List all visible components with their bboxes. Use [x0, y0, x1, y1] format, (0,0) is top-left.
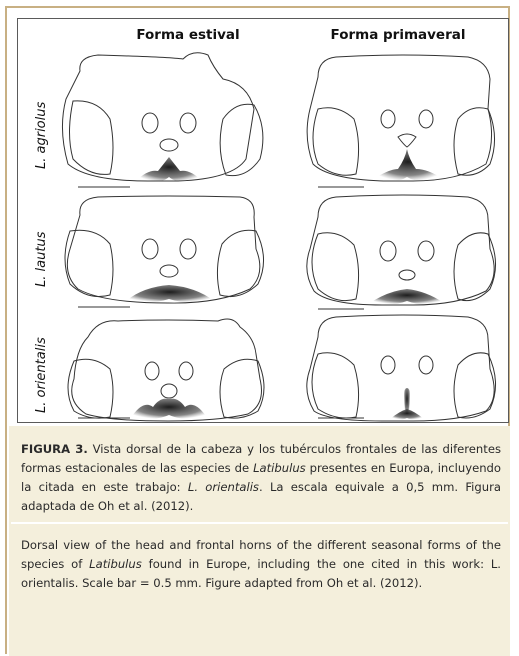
head-agriolus-summer: [61, 52, 264, 188]
column-title-summer: Forma estival: [136, 27, 240, 43]
figure-illustration: Forma estival Forma primaveral L. agriol…: [17, 18, 509, 423]
head-agriolus-spring: [306, 54, 495, 188]
column-title-spring: Forma primaveral: [330, 27, 466, 43]
head-drawings: [61, 52, 496, 422]
caption-divider: [11, 522, 508, 524]
head-lautus-spring: [306, 194, 496, 310]
figure-label: FIGURA 3.: [21, 442, 88, 456]
head-lautus-summer: [64, 195, 264, 308]
head-orientalis-summer: [67, 318, 265, 422]
caption-spanish: FIGURA 3. Vista dorsal de la cabeza y lo…: [21, 442, 502, 513]
caption-english: Dorsal view of the head and frontal horn…: [21, 538, 501, 590]
caption-panel: FIGURA 3. Vista dorsal de la cabeza y lo…: [9, 426, 510, 656]
figure-frame: Forma estival Forma primaveral L. agriol…: [5, 6, 510, 656]
head-orientalis-spring: [306, 314, 496, 422]
